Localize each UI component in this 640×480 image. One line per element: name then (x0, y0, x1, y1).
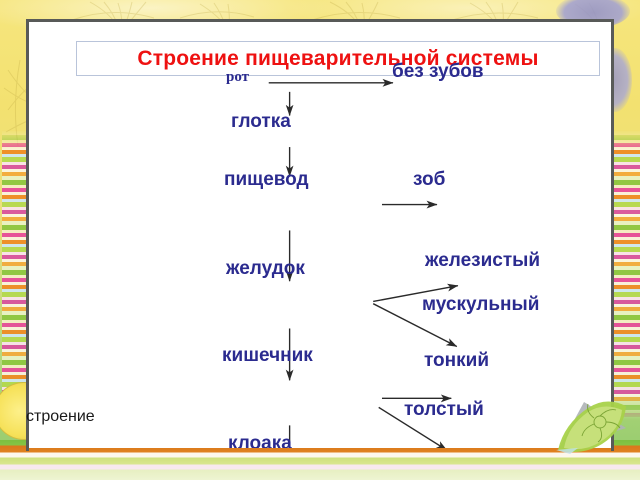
page-curl-decoration (556, 401, 626, 454)
node-zhelezistyy: железистый (425, 250, 541, 271)
node-muskulnyy: мускульный (422, 294, 540, 315)
node-tolstyy: толстый (404, 399, 484, 420)
slide-canvas: Строение пищеварительной системы (29, 22, 611, 448)
node-bez-zubov: без зубов (392, 61, 484, 82)
node-kishechnik: кишечник (222, 345, 313, 366)
node-kloaka: клоака (228, 433, 292, 448)
node-glotka: глотка (231, 111, 291, 132)
node-tonkiy: тонкий (424, 350, 490, 371)
page-title: Строение пищеварительной системы (137, 46, 539, 70)
diagram-arrows (268, 78, 459, 448)
title-box: Строение пищеварительной системы (76, 41, 600, 76)
node-rot: рот (226, 69, 250, 85)
corner-note: строение (26, 408, 95, 425)
node-zheludok: желудок (226, 258, 305, 279)
node-pishchevod: пищевод (224, 169, 309, 190)
node-zob: зоб (413, 169, 446, 190)
inner-frame-rule (26, 19, 614, 451)
